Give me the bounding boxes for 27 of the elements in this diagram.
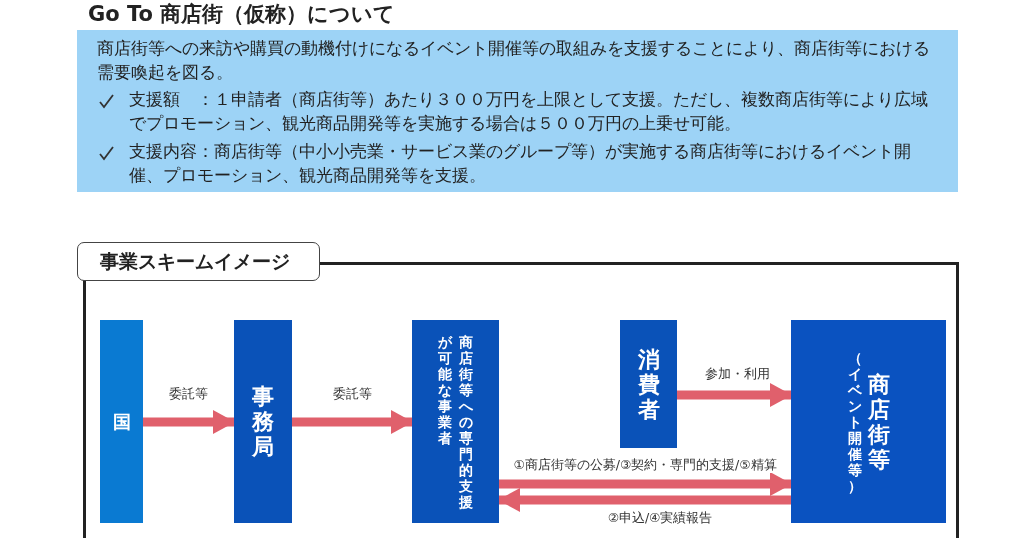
vertical-label-box: [620, 320, 677, 448]
edge-label: 委託等: [330, 386, 374, 402]
arrow: [143, 410, 235, 434]
edge-label: 委託等: [166, 386, 210, 402]
arrow: [677, 383, 792, 407]
box-label: 商店街等: [867, 371, 890, 472]
arrow: [292, 410, 413, 434]
bullet-text: 支援額 ：１申請者（商店街等）あたり３００万円を上限として支援。ただし、複数商店街等により広域でプロモーション、観光商品開発等を実施する場合は５００万円の上乗せ可能。: [129, 89, 929, 135]
box-sublabel: （イベント開催等）: [847, 349, 862, 494]
box-label: 事務局: [252, 384, 274, 459]
box-label: 商店街等への専門的支援が可能な事業者: [437, 333, 474, 510]
edge-label: ①商店街等の公募/③契約・専門的支援/⑤精算: [511, 457, 779, 473]
vertical-label-box: [100, 320, 143, 523]
info-box: [77, 30, 958, 192]
edge-label: ②申込/④実績報告: [605, 510, 715, 526]
vertical-label-box: [791, 320, 946, 523]
vertical-label-box: [234, 320, 292, 523]
arrow: [499, 472, 792, 496]
box-label: 消費者: [637, 346, 660, 422]
page-title: Go To 商店街（仮称）について: [88, 2, 396, 26]
arrow: [498, 488, 791, 512]
edge-label: 参加・利用: [702, 366, 772, 382]
intro-text: 商店街等への来訪や購買の動機付けになるイベント開催等の取組みを支援することにより、商店街等における需要喚起を図る。: [97, 37, 931, 84]
panel-heading-tab: 事業スキームイメージ: [77, 242, 320, 281]
vertical-label-box: [412, 320, 499, 523]
bullet-text: 支援内容：商店街等（中小小売業・サービス業のグループ等）が実施する商店街等におけるイベント開催、プロモーション、観光商品開発等を支援。: [129, 141, 912, 187]
box-label: 国: [112, 411, 131, 432]
